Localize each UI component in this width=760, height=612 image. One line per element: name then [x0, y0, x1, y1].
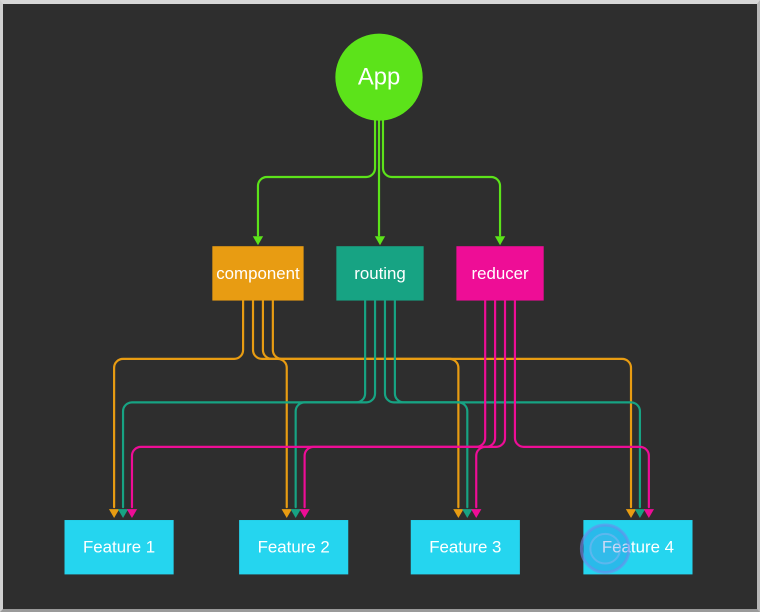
edge-routing-to-feature-2 — [294, 299, 377, 509]
arrowhead-reducer-to-feature-2 — [299, 509, 310, 519]
arrowhead-routing-to-feature-4 — [634, 509, 646, 519]
arrowhead-component-to-feature-2 — [281, 509, 292, 519]
edge-component-to-feature-3 — [261, 299, 460, 509]
edge-routing-to-feature-4 — [393, 299, 642, 509]
arrowhead-component-to-feature-3 — [453, 509, 464, 519]
mid-edge-layer — [108, 299, 655, 519]
node-routing[interactable] — [336, 246, 424, 301]
edge-reducer-to-feature-1 — [130, 299, 487, 509]
edge-reducer-to-feature-4 — [513, 299, 650, 509]
arrowhead-reducer-to-feature-4 — [643, 509, 655, 519]
edge-component-to-feature-2 — [251, 299, 288, 509]
node-reducer[interactable] — [456, 246, 544, 301]
cursor-click-ripple-outer — [579, 523, 631, 574]
arrowhead-reducer-to-feature-3 — [471, 509, 482, 519]
node-feature-1[interactable] — [64, 520, 174, 575]
node-app[interactable] — [335, 33, 423, 121]
edge-routing-to-feature-3 — [383, 299, 469, 509]
arrowhead-app-to-reducer — [494, 236, 506, 246]
root-edge-layer — [252, 117, 506, 246]
node-component[interactable] — [212, 246, 304, 301]
arrowhead-routing-to-feature-1 — [117, 509, 129, 519]
edge-routing-to-feature-1 — [121, 299, 367, 509]
edge-reducer-to-feature-3 — [475, 299, 507, 509]
cursor-click-ripple-inner — [589, 532, 622, 565]
edge-component-to-feature-1 — [113, 299, 245, 509]
edge-app-to-component — [256, 117, 377, 237]
node-feature-4[interactable] — [583, 520, 693, 575]
edge-reducer-to-feature-2 — [303, 299, 497, 509]
arrowhead-routing-to-feature-3 — [462, 509, 473, 519]
arrowhead-component-to-feature-4 — [625, 509, 637, 519]
arrowhead-reducer-to-feature-1 — [126, 509, 138, 519]
arrowhead-app-to-component — [252, 236, 264, 246]
arrowhead-app-to-routing — [374, 236, 386, 246]
arrowhead-component-to-feature-1 — [108, 509, 120, 519]
edge-component-to-feature-4 — [271, 299, 633, 509]
edge-app-to-reducer — [381, 117, 502, 237]
node-feature-2[interactable] — [239, 520, 349, 575]
node-feature-3[interactable] — [410, 520, 520, 575]
arrowhead-routing-to-feature-2 — [290, 509, 301, 519]
cursor-layer — [579, 523, 631, 574]
